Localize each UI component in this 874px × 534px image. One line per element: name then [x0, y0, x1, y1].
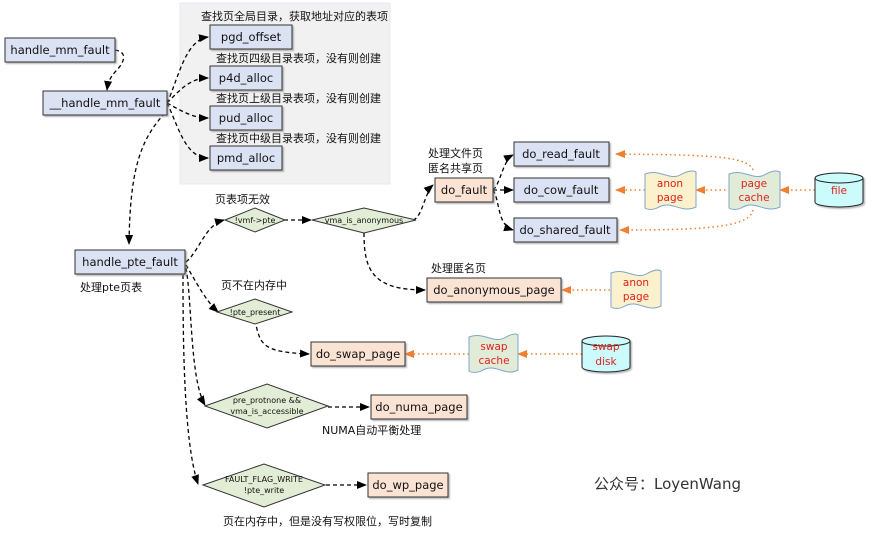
- source-label-line2: disk: [595, 356, 617, 368]
- node-pgd-offset[interactable]: pgd_offset: [209, 24, 293, 50]
- cond-label-line1: FAULT_FLAG_WRITE: [225, 475, 303, 484]
- source-label-line2: cache: [478, 355, 509, 367]
- node-label: pud_alloc: [219, 111, 273, 125]
- watermark: 公众号：LoyenWang: [594, 475, 741, 493]
- edge-pte-to-ptepresent: [185, 264, 219, 313]
- edge-pagecache-to-shared: [619, 209, 754, 234]
- note-pgd: 查找页全局目录，获取地址对应的表项: [201, 9, 388, 23]
- edge-__mm-to-pte: [125, 112, 166, 245]
- note-anon: 处理匿名页: [431, 261, 486, 275]
- source-label-line1: swap: [480, 341, 507, 353]
- source-label-line2: cache: [738, 192, 769, 204]
- node-pmd-alloc[interactable]: pmd_alloc: [209, 145, 283, 171]
- edge-__mm-to-pmd: [166, 102, 209, 162]
- source-label-line1: anon: [657, 178, 683, 190]
- cond-label-line2: !pte_write: [244, 486, 285, 495]
- dotted-connectors: [404, 150, 815, 358]
- edge-vma-to-doanon: [363, 232, 426, 294]
- note-pmd: 查找页中级目录表项，没有则创建: [216, 131, 381, 145]
- edge-pagecache-to-read: [615, 150, 754, 171]
- node-p4d-alloc[interactable]: p4d_alloc: [209, 65, 283, 91]
- node-label: do_anonymous_page: [433, 283, 555, 297]
- node-__handle-mm-fault[interactable]: __handle_mm_fault: [42, 90, 168, 116]
- note-wp: 页在内存中，但是没有写权限位，写时复制: [223, 514, 432, 528]
- edge-__mm-to-pud: [166, 102, 209, 122]
- source-file: file: [814, 172, 864, 208]
- edge-pte-to-faultwrite: [182, 267, 199, 485]
- edge-dofault-to-read: [492, 154, 514, 191]
- node-label: pgd_offset: [221, 30, 282, 44]
- note-pte: 处理pte页表: [80, 280, 142, 294]
- edge-vma-to-dofault: [412, 184, 434, 221]
- cond-protnone[interactable]: pre_protnone && vma_is_accessible: [203, 383, 330, 429]
- node-label: do_cow_fault: [524, 183, 599, 197]
- dashed-connectors: [104, 34, 514, 489]
- source-anon-page-1: anon page: [644, 170, 697, 210]
- source-label-line2: page: [657, 192, 683, 204]
- note-invalid-pte: 页表项无效: [215, 192, 270, 206]
- source-label-line2: page: [623, 291, 649, 303]
- note-not-in-mem: 页不在内存中: [221, 278, 287, 292]
- node-label: do_numa_page: [375, 400, 462, 414]
- cond-fault-flag-write[interactable]: FAULT_FLAG_WRITE !pte_write: [201, 463, 327, 508]
- node-label: pmd_alloc: [217, 151, 275, 165]
- node-label: do_read_fault: [522, 147, 600, 161]
- cond-label-line2: vma_is_accessible: [230, 407, 303, 416]
- note-pud: 查找页上级目录表项，没有则创建: [216, 91, 381, 105]
- cond-vmf-pte[interactable]: !vmf->pte: [223, 207, 287, 233]
- node-do-read-fault[interactable]: do_read_fault: [513, 141, 610, 167]
- edge-__mm-to-pgd: [166, 34, 209, 104]
- cond-pte-present[interactable]: !pte_present: [215, 298, 294, 325]
- note-file-page-line1: 处理文件页: [428, 146, 483, 160]
- cond-vma-is-anonymous[interactable]: vma_is_anonymous: [311, 207, 417, 234]
- edge-mm-to-__mm: [104, 49, 125, 91]
- edge-pte-to-protnone: [185, 267, 206, 406]
- node-label: do_fault: [441, 183, 488, 197]
- source-anon-page-2: anon page: [610, 269, 662, 309]
- source-label: file: [831, 185, 847, 197]
- note-file-page-line2: 匿名共享页: [428, 161, 483, 175]
- source-label-line1: swap: [592, 341, 619, 353]
- node-do-cow-fault[interactable]: do_cow_fault: [513, 177, 610, 203]
- source-swap-disk: swap disk: [581, 335, 631, 373]
- cond-label-line1: pre_protnone &&: [233, 396, 301, 405]
- cond-label: !pte_present: [230, 308, 281, 317]
- edge-ptepresent-to-swap: [254, 319, 310, 358]
- note-numa: NUMA自动平衡处理: [322, 424, 421, 437]
- node-label: do_shared_fault: [519, 223, 611, 237]
- node-label: handle_mm_fault: [10, 43, 110, 57]
- node-do-swap-page[interactable]: do_swap_page: [310, 341, 406, 367]
- source-swap-cache: swap cache: [468, 333, 519, 373]
- node-label: handle_pte_fault: [82, 255, 178, 269]
- edge-dofault-to-shared: [492, 189, 514, 232]
- edge-pte-to-vmfpte: [185, 218, 225, 263]
- node-label: __handle_mm_fault: [49, 96, 161, 110]
- node-do-shared-fault[interactable]: do_shared_fault: [513, 217, 618, 243]
- source-page-cache: page cache: [728, 170, 781, 210]
- note-p4d: 查找页四级目录表项，没有则创建: [216, 51, 381, 65]
- edge-__mm-to-p4d: [166, 74, 209, 104]
- node-do-wp-page[interactable]: do_wp_page: [367, 472, 449, 498]
- node-label: p4d_alloc: [219, 71, 273, 85]
- node-label: do_wp_page: [372, 478, 443, 492]
- node-label: do_swap_page: [316, 347, 400, 361]
- node-do-numa-page[interactable]: do_numa_page: [370, 394, 468, 420]
- node-handle-pte-fault[interactable]: handle_pte_fault: [74, 249, 186, 275]
- node-handle-mm-fault[interactable]: handle_mm_fault: [4, 37, 116, 63]
- cond-label: !vmf->pte: [235, 216, 276, 225]
- node-do-anonymous-page[interactable]: do_anonymous_page: [426, 277, 562, 303]
- source-label-line1: anon: [623, 277, 649, 289]
- node-do-fault[interactable]: do_fault: [434, 177, 494, 203]
- node-pud-alloc[interactable]: pud_alloc: [209, 105, 283, 131]
- cond-label: vma_is_anonymous: [325, 216, 403, 225]
- source-label-line1: page: [741, 178, 767, 190]
